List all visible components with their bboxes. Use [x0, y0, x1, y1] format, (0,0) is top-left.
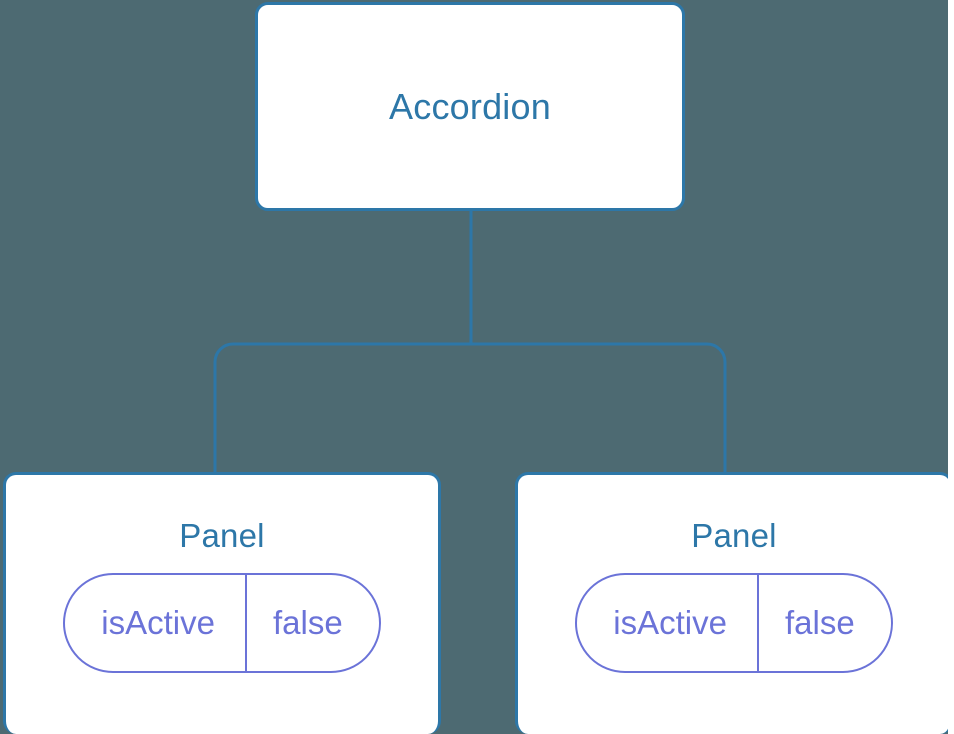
prop-key-1: isActive [613, 604, 727, 641]
edge-to-panel-0 [213, 342, 471, 474]
node-accordion-label: Accordion [389, 85, 551, 127]
node-accordion[interactable]: Accordion [255, 2, 685, 211]
prop-badge-isactive-1[interactable]: isActive false [575, 573, 893, 673]
node-panel-0[interactable]: Panel isActive false [3, 472, 441, 734]
node-panel-0-body: Panel isActive false [6, 475, 438, 734]
edge-to-panel-1 [471, 342, 727, 474]
right-edge-gutter [948, 0, 954, 734]
prop-badge-isactive-0[interactable]: isActive false [63, 573, 381, 673]
node-panel-1-body: Panel isActive false [518, 475, 950, 734]
prop-key-0: isActive [101, 604, 215, 641]
node-panel-1[interactable]: Panel isActive false [515, 472, 953, 734]
node-panel-1-label: Panel [691, 517, 777, 554]
node-panel-0-label: Panel [179, 517, 265, 554]
prop-value-0: false [244, 575, 379, 671]
prop-value-1: false [756, 575, 891, 671]
